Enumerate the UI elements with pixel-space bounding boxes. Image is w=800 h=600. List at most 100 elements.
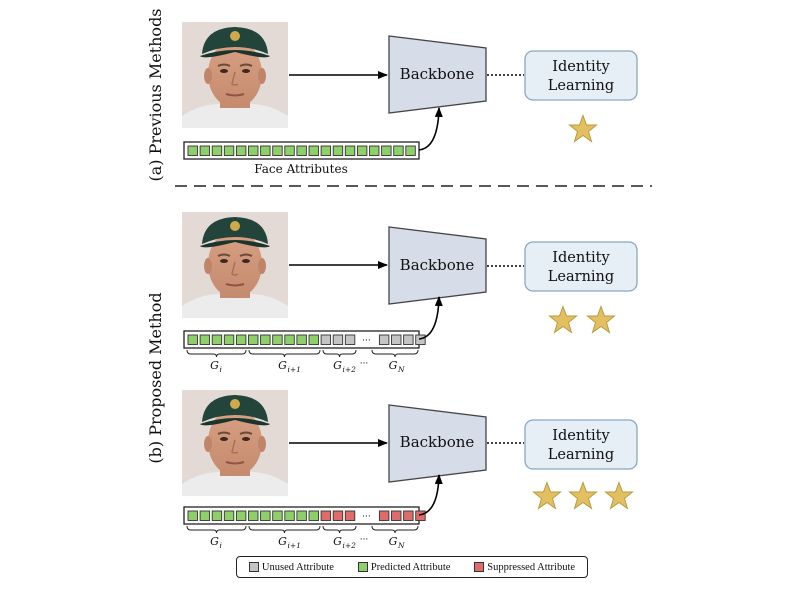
attribute-cell bbox=[260, 334, 271, 345]
attribute-cell bbox=[284, 334, 295, 345]
identity-label-line1: Identity bbox=[552, 250, 610, 266]
identity-label-line2: Learning bbox=[548, 78, 614, 94]
group-label-subscript: i+1 bbox=[288, 541, 301, 550]
row-previous: Backbone Identity Learning Face Attribut… bbox=[182, 22, 638, 176]
attribute-bar-cells: ··· bbox=[187, 334, 426, 346]
attribute-cell bbox=[308, 510, 319, 521]
attribute-cell bbox=[369, 145, 380, 156]
face-photo-icon bbox=[182, 390, 288, 496]
attribute-cell bbox=[187, 510, 198, 521]
attribute-cell bbox=[199, 334, 211, 345]
attribute-cell bbox=[381, 145, 392, 156]
star-icon bbox=[569, 115, 597, 142]
identity-label-line1: Identity bbox=[552, 428, 610, 444]
group-brace bbox=[186, 349, 247, 358]
attribute-cell bbox=[199, 145, 211, 156]
identity-learning-box bbox=[524, 419, 638, 470]
attribute-cell bbox=[320, 334, 332, 345]
backbone-block bbox=[388, 404, 487, 483]
legend-item-suppressed: Suppressed Attribute bbox=[474, 562, 575, 573]
attribute-cell bbox=[272, 145, 283, 156]
group-brace bbox=[371, 525, 419, 534]
attributes-to-backbone-arrow bbox=[418, 474, 443, 516]
group-ellipsis: ··· bbox=[360, 535, 369, 545]
attribute-cell bbox=[187, 334, 198, 345]
attribute-ellipsis: ··· bbox=[362, 512, 371, 522]
attribute-cell bbox=[391, 510, 402, 521]
group-label: G bbox=[278, 359, 287, 372]
attribute-cell bbox=[235, 334, 247, 345]
attribute-cell bbox=[332, 510, 344, 521]
group-label-subscript: i+1 bbox=[288, 365, 301, 374]
attribute-cell bbox=[296, 334, 307, 345]
attribute-cell bbox=[211, 334, 223, 345]
attribute-cell bbox=[378, 510, 390, 521]
attribute-cell bbox=[320, 145, 332, 156]
unused-swatch-icon bbox=[248, 562, 259, 572]
group-brace bbox=[248, 349, 321, 358]
identity-label-line2: Learning bbox=[548, 447, 614, 463]
attribute-cell bbox=[378, 334, 390, 345]
group-brace bbox=[322, 349, 357, 358]
attribute-bar-cells: ··· bbox=[187, 510, 426, 522]
star-icon bbox=[569, 482, 597, 509]
star-icon bbox=[549, 306, 577, 333]
attribute-cell bbox=[260, 510, 271, 521]
group-label-subscript: N bbox=[397, 365, 405, 374]
star-icon bbox=[587, 306, 615, 333]
identity-learning-box bbox=[524, 50, 638, 101]
attribute-cell bbox=[211, 510, 223, 521]
group-label-subscript: i+2 bbox=[343, 365, 357, 374]
attribute-cell bbox=[223, 145, 235, 156]
attribute-cell bbox=[344, 145, 356, 156]
attribute-cell bbox=[415, 510, 426, 521]
attribute-cell bbox=[391, 334, 402, 345]
section-label-previous: (a) Previous Methods bbox=[146, 8, 165, 181]
identity-learning-box bbox=[524, 241, 638, 292]
identity-label-line2: Learning bbox=[548, 269, 614, 285]
attribute-cell bbox=[248, 145, 259, 156]
attribute-ellipsis: ··· bbox=[362, 336, 371, 346]
attributes-to-backbone-arrow bbox=[418, 296, 443, 340]
attribute-cell bbox=[235, 145, 247, 156]
suppressed-swatch-icon bbox=[474, 562, 485, 572]
attribute-cell bbox=[403, 510, 414, 521]
attribute-cell bbox=[272, 510, 283, 521]
attribute-cell bbox=[284, 510, 295, 521]
attribute-cell bbox=[223, 510, 235, 521]
group-label-subscript: N bbox=[397, 541, 405, 550]
backbone-label: Backbone bbox=[400, 433, 475, 451]
attribute-cell bbox=[211, 145, 223, 156]
attribute-cell bbox=[260, 145, 271, 156]
backbone-block bbox=[388, 226, 487, 305]
attribute-cell bbox=[187, 145, 198, 156]
attribute-bar-cells bbox=[187, 145, 416, 156]
attribute-cell bbox=[248, 334, 259, 345]
attribute-cell bbox=[308, 145, 319, 156]
attribute-cell bbox=[235, 510, 247, 521]
group-label-subscript: i+2 bbox=[343, 541, 357, 550]
group-label: G bbox=[333, 535, 342, 548]
attribute-cell bbox=[272, 334, 283, 345]
attribute-cell bbox=[248, 510, 259, 521]
attribute-cell bbox=[332, 334, 344, 345]
face-photo-icon bbox=[182, 212, 288, 318]
attribute-cell bbox=[403, 334, 414, 345]
face-photo-icon bbox=[182, 22, 288, 128]
group-label-subscript: i bbox=[220, 541, 223, 550]
group-label: G bbox=[333, 359, 342, 372]
legend: Unused Attribute Predicted Attribute Sup… bbox=[236, 556, 588, 578]
group-label: G bbox=[210, 535, 219, 548]
group-brace bbox=[371, 349, 419, 358]
group-label: G bbox=[278, 535, 287, 548]
attribute-cell bbox=[344, 510, 356, 521]
backbone-label: Backbone bbox=[400, 65, 475, 83]
predicted-swatch-icon bbox=[357, 562, 368, 572]
star-icon bbox=[605, 482, 633, 509]
group-label: G bbox=[389, 535, 398, 548]
legend-item-predicted: Predicted Attribute bbox=[357, 562, 450, 573]
